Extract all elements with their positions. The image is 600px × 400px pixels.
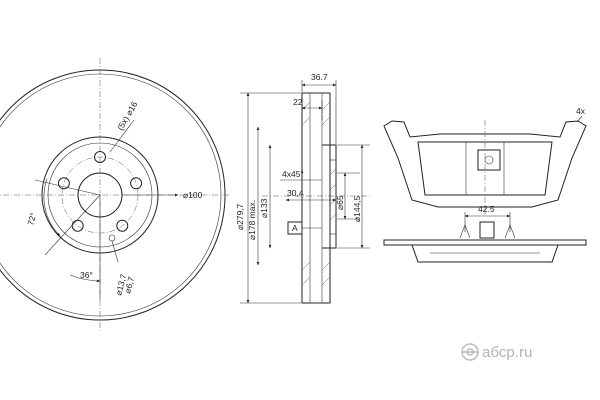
disc-hat <box>322 144 337 249</box>
disc-ring <box>301 92 331 304</box>
dim-bolt-pattern: (5x) ⌀16 <box>115 99 140 132</box>
locating-hole <box>108 234 116 242</box>
angle-ref-line-2 <box>44 194 101 256</box>
dim-chamfer: 4x45° <box>282 169 304 179</box>
disc-front-view: (5x) ⌀16 ⌀100 72° 36° ⌀13,7 ⌀6,7 <box>0 58 230 332</box>
dim-pin-spacing: 42.5 <box>478 204 495 214</box>
dim-angle-36: 36° <box>80 270 93 280</box>
dim-width-total: 36.7 <box>311 72 328 82</box>
dim-hole-6-7: ⌀6,7 <box>122 275 136 294</box>
dim-dia-133: ⌀133 <box>259 198 269 218</box>
dim-depth: 30,4 <box>287 188 304 198</box>
pad-center-clip <box>479 221 495 239</box>
pad-friction-material <box>417 141 553 196</box>
pad-side-friction <box>411 244 559 263</box>
leader-locating <box>111 240 119 263</box>
pad-side-backing <box>383 239 587 246</box>
pad-pin-left <box>459 224 471 239</box>
disc-vent-core <box>309 92 323 304</box>
dim-dia-65: ⌀65 <box>335 195 345 210</box>
dim-bore: ⌀100 <box>183 190 203 200</box>
pad-pin-right <box>504 224 516 239</box>
leader-4x <box>576 115 583 123</box>
dim-angle-72: 72° <box>25 212 38 227</box>
dim-dia-outer: ⌀279,7 <box>235 203 245 230</box>
pad-wear-clip <box>477 149 501 171</box>
section-hatching <box>301 101 337 286</box>
dim-dia-144-5: ⌀144,5 <box>352 195 362 222</box>
dim-width-hat: 22 <box>293 97 303 107</box>
arc-72 <box>43 178 61 237</box>
arc-36 <box>69 274 101 283</box>
abcp-logo-icon <box>461 343 479 361</box>
datum-label: A <box>292 223 298 233</box>
watermark-text: aбcp.ru <box>482 344 532 361</box>
disc-section-view: 36.7 22 ⌀279,7 ⌀178 max. ⌀133 4x45° 30,4… <box>235 72 370 304</box>
leader-bolt <box>109 119 135 153</box>
dim-dia-178: ⌀178 max. <box>247 200 257 240</box>
watermark: aбcp.ru <box>461 343 532 361</box>
dim-quantity: 4x <box>576 106 586 116</box>
brake-pad-front-view: 4x <box>383 106 587 215</box>
brake-pad-side-view: 42.5 <box>383 204 587 263</box>
